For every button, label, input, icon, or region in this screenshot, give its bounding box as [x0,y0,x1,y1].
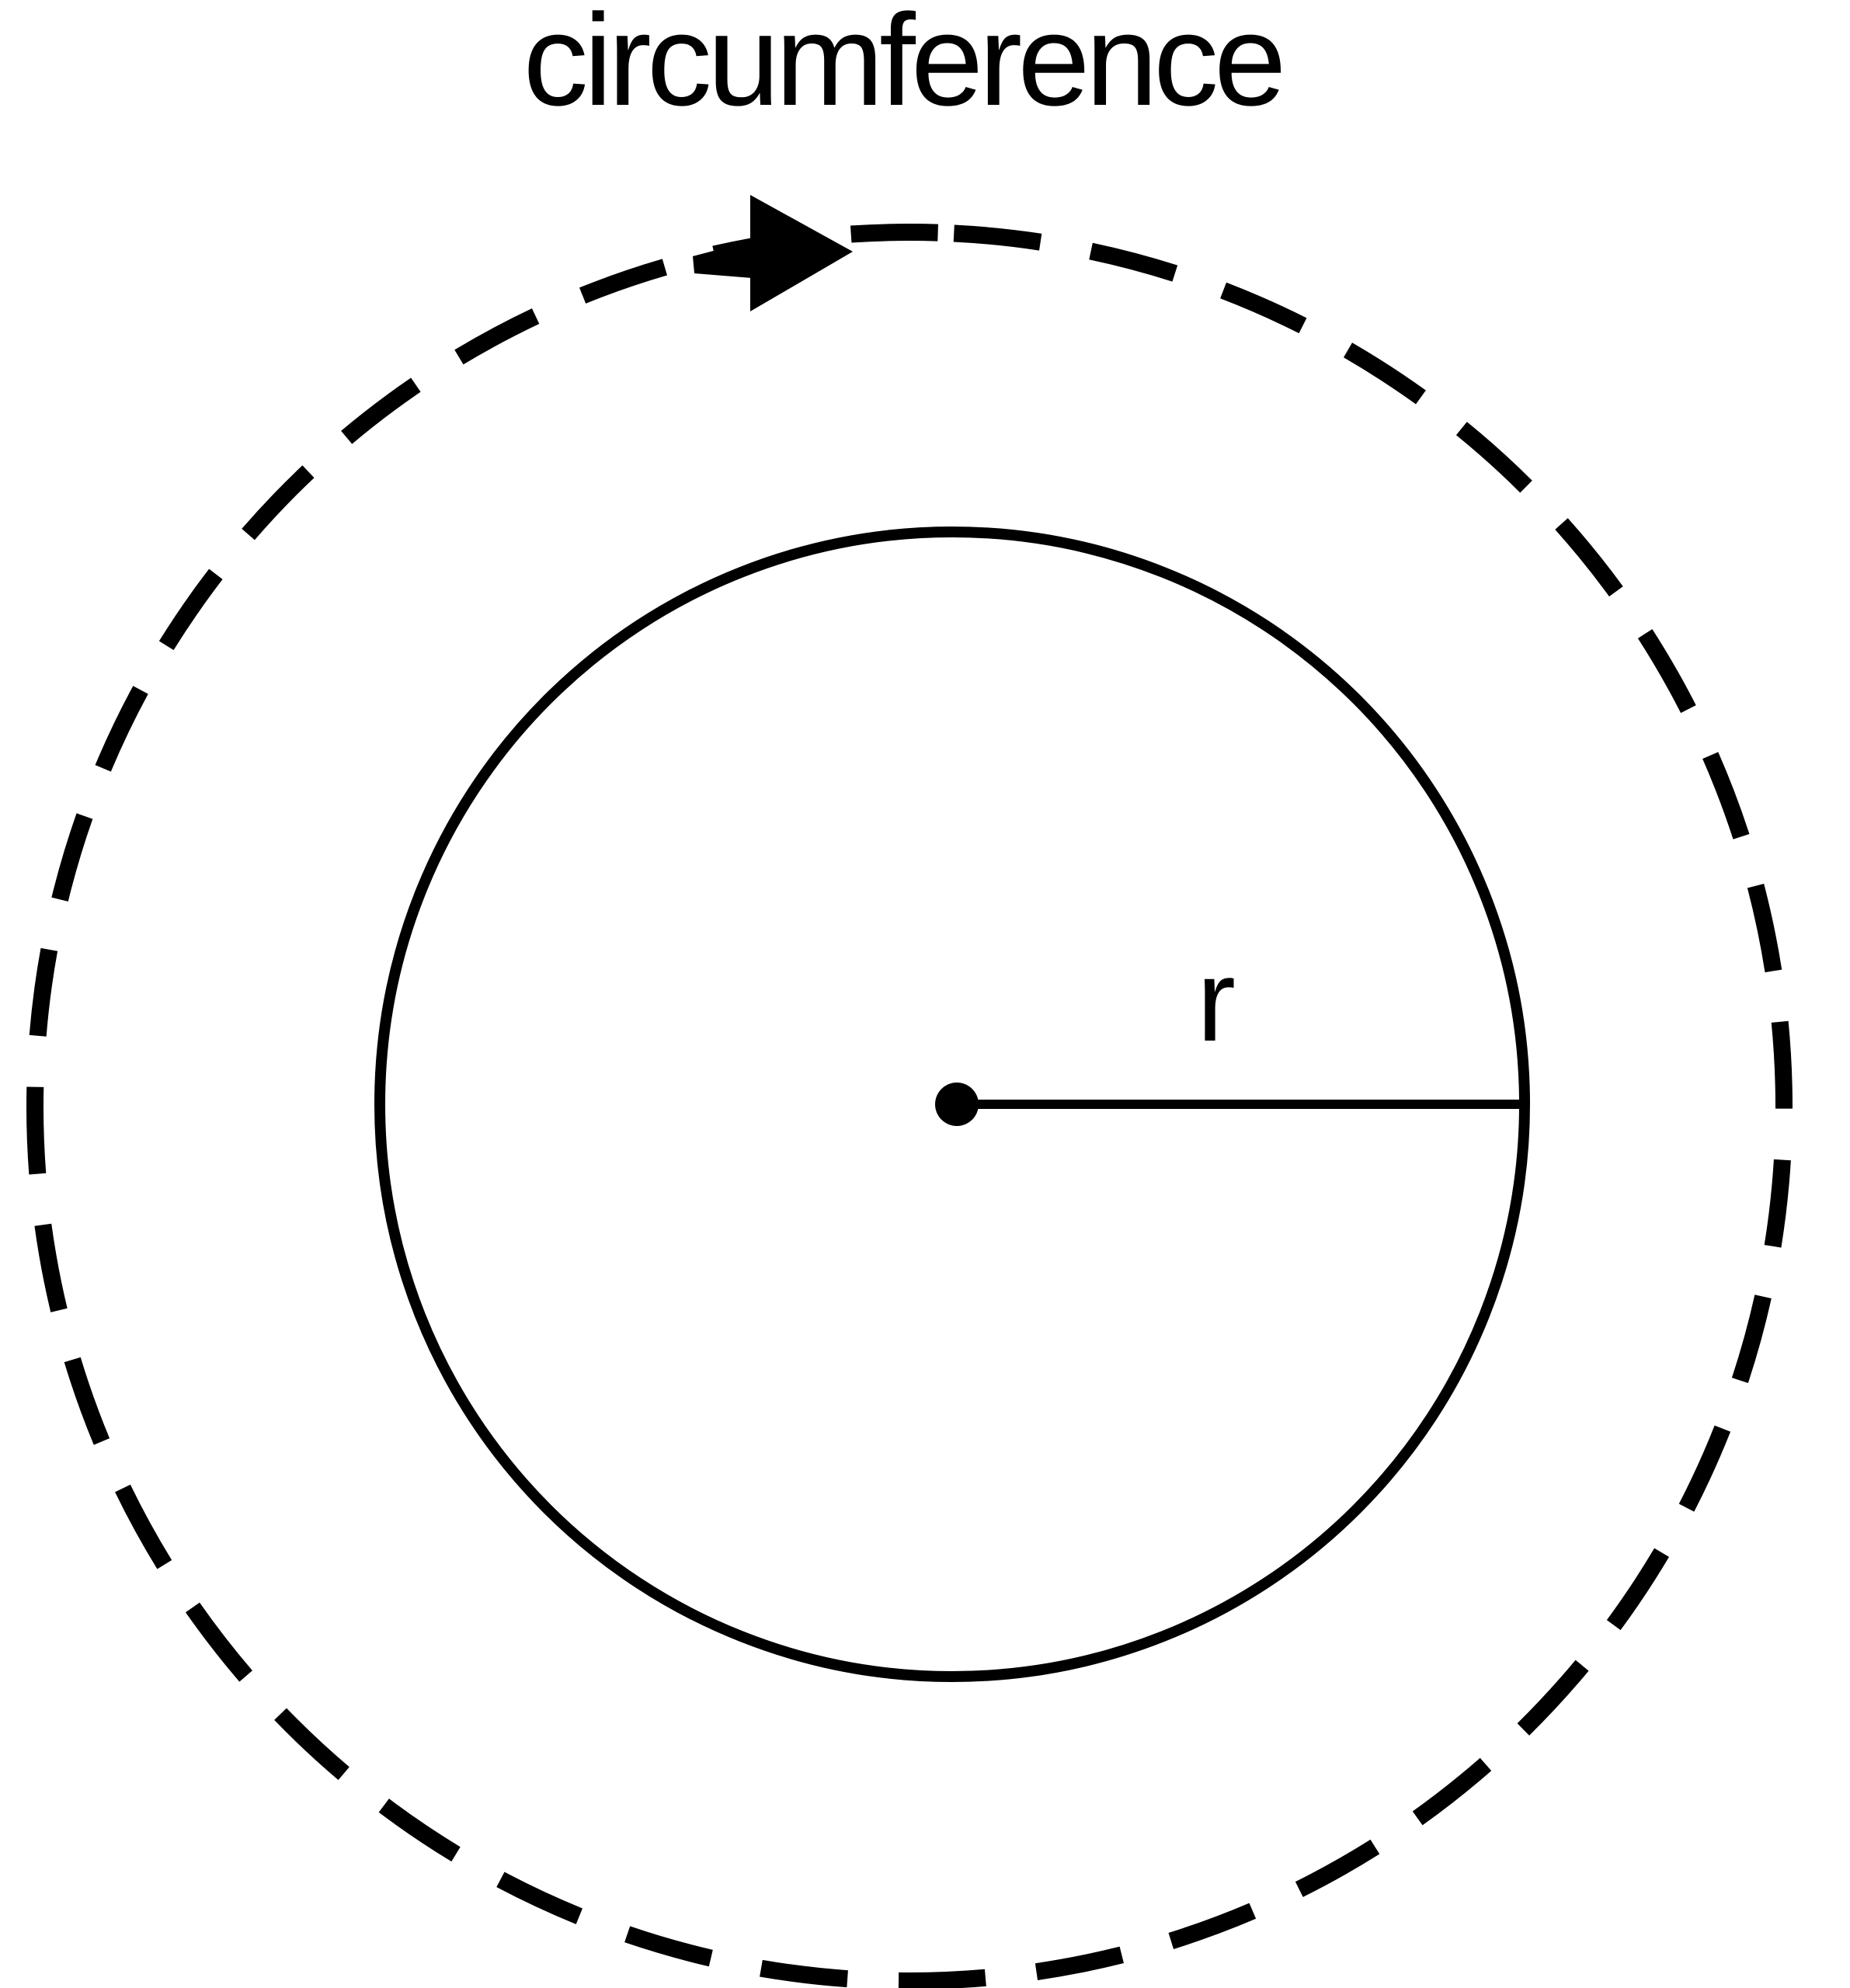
arrow-tail-segment [693,241,752,278]
radius-label: r [1197,935,1236,1065]
center-point-dot [935,1083,979,1126]
circumference-label: circumference [523,0,1281,133]
direction-arrowhead-icon [750,195,853,311]
circumference-dashed-circle [26,224,1793,1988]
